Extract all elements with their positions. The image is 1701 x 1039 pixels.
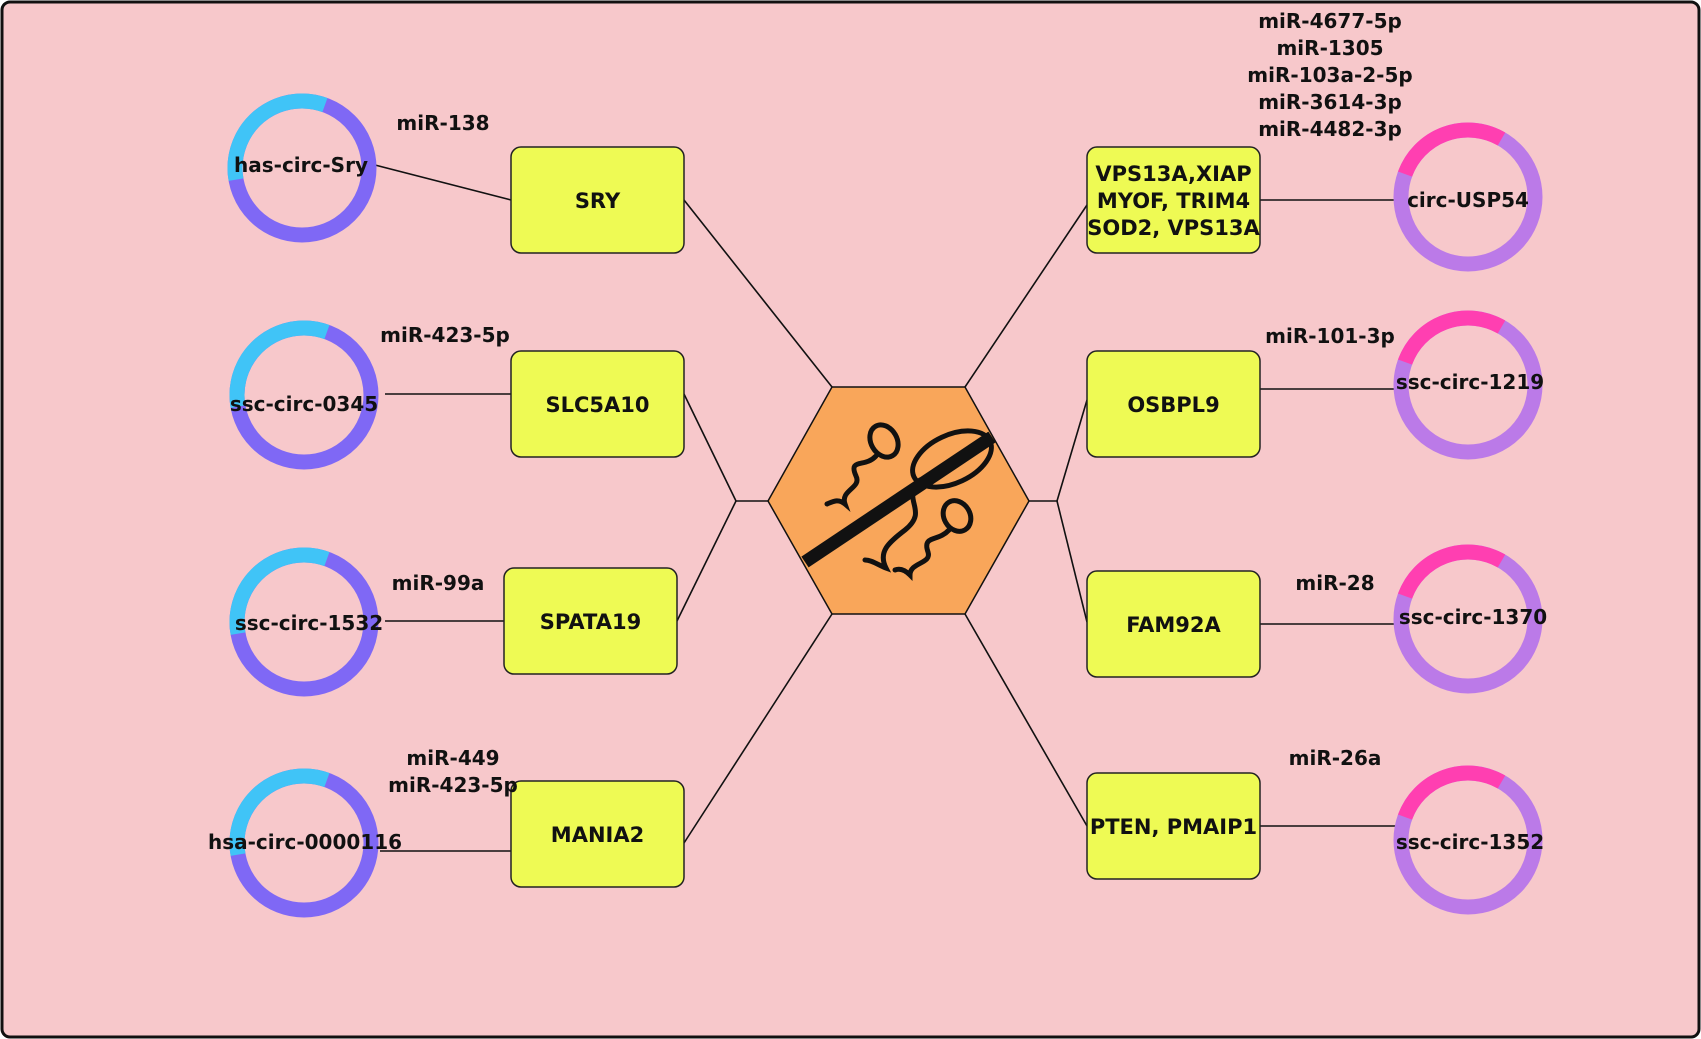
- gene-box-shape: [510, 780, 685, 888]
- circrna-label: ssc-circ-1370: [1399, 605, 1547, 629]
- ring-accent-arc: [1397, 544, 1506, 599]
- gene-hub-link: [683, 613, 833, 844]
- gene-label: SPATA19: [540, 610, 641, 634]
- circrna-label: ssc-circ-1352: [1396, 830, 1544, 854]
- sperm-crossed-out-icon: [801, 422, 996, 582]
- circrna-label: ssc-circ-1532: [235, 611, 383, 635]
- mirna-label: miR-101-3p: [1265, 324, 1395, 348]
- mirna-label: miR-138: [396, 111, 489, 135]
- circrna-ring-right-0: [1393, 122, 1543, 272]
- gene-box-shape: [510, 146, 685, 254]
- mirna-label: miR-99a: [392, 571, 485, 595]
- circrna-label: ssc-circ-0345: [230, 392, 378, 416]
- gene-box-left-0: SRY: [510, 146, 685, 254]
- mirna-label: miR-1305: [1276, 36, 1383, 60]
- mirna-label: miR-103a-2-5p: [1247, 63, 1412, 87]
- ring-accent-arc: [1397, 765, 1506, 820]
- mirna-label: miR-449: [406, 746, 499, 770]
- gene-label: MYOF, TRIM4: [1097, 189, 1250, 213]
- gene-box-shape: [1086, 350, 1261, 458]
- gene-box-shape: [1086, 772, 1261, 880]
- mirna-label: miR-28: [1295, 571, 1374, 595]
- gene-hub-link: [676, 500, 737, 622]
- center-hexagon: [767, 386, 1030, 615]
- circrna-label: circ-USP54: [1407, 188, 1529, 212]
- gene-box-right-1: OSBPL9: [1086, 350, 1261, 458]
- gene-label: MANIA2: [551, 823, 644, 847]
- gene-box-shape: [1086, 570, 1261, 678]
- circrna-rings: has-circ-Sry ssc-circ-0345 ssc-circ-1532 hs…: [208, 93, 1547, 918]
- mirna-labels: miR-138 miR-423-5p miR-99a miR-449 miR-423-5…: [380, 9, 1413, 797]
- mirna-label: miR-4482-3p: [1258, 117, 1402, 141]
- gene-label: SRY: [575, 189, 621, 213]
- gene-hub-link: [964, 204, 1088, 388]
- ring-accent-arc: [229, 320, 330, 408]
- ring-accent-arc: [229, 547, 330, 635]
- ring-accent-arc: [229, 768, 330, 856]
- gene-hub-link: [683, 393, 737, 502]
- circrna-label: ssc-circ-1219: [1396, 370, 1544, 394]
- gene-hub-link: [1056, 500, 1088, 623]
- gene-hub-link: [964, 613, 1088, 827]
- gene-label: VPS13A,XIAP: [1095, 162, 1251, 186]
- mirna-label: miR-26a: [1289, 746, 1382, 770]
- gene-label: PTEN, PMAIP1: [1090, 815, 1257, 839]
- connector-lines: [374, 164, 1396, 852]
- gene-box-right-2: FAM92A: [1086, 570, 1261, 678]
- gene-label: SLC5A10: [545, 393, 649, 417]
- circrna-label: has-circ-Sry: [234, 153, 368, 177]
- gene-box-shape: [1086, 146, 1261, 254]
- circrna-ring-right-3: [1393, 765, 1543, 915]
- ring-accent-arc: [227, 93, 328, 181]
- circrna-ring-left-2: [229, 547, 379, 697]
- circrna-ring-left-3: [229, 768, 379, 918]
- circrna-ring-right-2: [1393, 544, 1543, 694]
- gene-box-left-2: SPATA19: [503, 567, 678, 675]
- gene-label: FAM92A: [1126, 613, 1221, 637]
- gene-hub-link: [683, 199, 833, 388]
- gene-box-right-3: PTEN, PMAIP1: [1086, 772, 1261, 880]
- circrna-label: hsa-circ-0000116: [208, 830, 402, 854]
- gene-box-shape: [510, 350, 685, 458]
- mirna-label: miR-423-5p: [388, 773, 518, 797]
- gene-box-shape: [503, 567, 678, 675]
- circrna-ring-left-1: [229, 320, 379, 470]
- gene-label: SOD2, VPS13A: [1087, 216, 1260, 240]
- circrna-ring-right-1: [1393, 310, 1543, 460]
- gene-box-left-3: MANIA2: [510, 780, 685, 888]
- circrna-ring-left-0: [227, 93, 377, 243]
- gene-label: OSBPL9: [1127, 393, 1219, 417]
- gene-box-left-1: SLC5A10: [510, 350, 685, 458]
- circ-gene-link: [374, 164, 512, 201]
- ring-accent-arc: [1397, 122, 1506, 177]
- mirna-label: miR-423-5p: [380, 323, 510, 347]
- gene-hub-link: [1056, 399, 1088, 502]
- ring-accent-arc: [1397, 310, 1506, 365]
- mirna-label: miR-3614-3p: [1258, 90, 1402, 114]
- mirna-label: miR-4677-5p: [1258, 9, 1402, 33]
